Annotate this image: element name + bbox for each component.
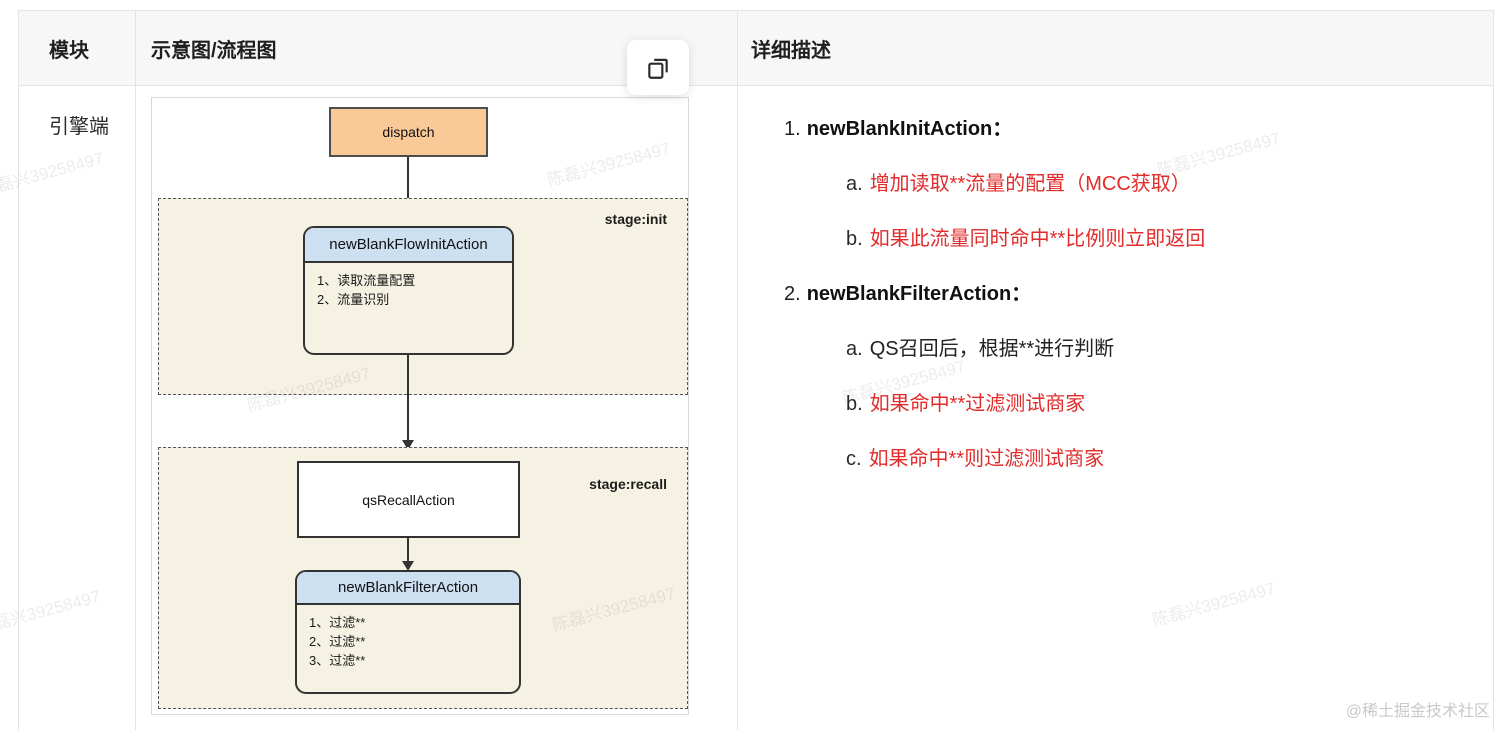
list-subitem: c. 如果命中**则过滤测试商家 <box>784 446 1473 472</box>
copy-image-button[interactable] <box>627 40 689 95</box>
item-number: 2. <box>784 283 801 305</box>
subitem-letter: b. <box>846 393 863 415</box>
list-subitem: a. QS召回后，根据**进行判断 <box>784 336 1473 362</box>
list-item: 1. newBlankInitAction： <box>784 116 1473 142</box>
subitem-letter: c. <box>846 448 862 470</box>
header-module: 模块 <box>19 11 136 85</box>
filter-action-item: 3、过滤** <box>309 653 366 668</box>
subitem-letter: a. <box>846 338 863 360</box>
flowchart-image[interactable]: dispatch stage:init newBlankFlowInitActi… <box>151 97 689 715</box>
description-list: 1. newBlankInitAction： a. 增加读取**流量的配置（MC… <box>738 86 1493 472</box>
module-cell: 引擎端 <box>19 86 136 730</box>
dispatch-label: dispatch <box>382 124 435 140</box>
flow-node-dispatch: dispatch <box>329 107 488 157</box>
filter-action-item: 2、过滤** <box>309 634 366 649</box>
flow-arrow <box>402 355 414 450</box>
init-action-item: 2、流量识别 <box>317 292 390 307</box>
subitem-text: 如果此流量同时命中**比例则立即返回 <box>869 228 1206 250</box>
item-title: newBlankFilterAction： <box>806 283 1032 305</box>
content-table: 模块 示意图/流程图 详细描述 引擎端 dispatch stage:init <box>18 10 1494 730</box>
flow-node-qs-recall: qsRecallAction <box>297 461 520 538</box>
init-action-item: 1、读取流量配置 <box>317 273 416 288</box>
list-subitem: b. 如果此流量同时命中**比例则立即返回 <box>784 226 1473 252</box>
description-cell: 1. newBlankInitAction： a. 增加读取**流量的配置（MC… <box>738 86 1493 730</box>
stage-init-label: stage:init <box>604 211 667 227</box>
stage-recall-label: stage:recall <box>589 476 667 492</box>
item-title: newBlankInitAction： <box>806 118 1013 140</box>
header-description: 详细描述 <box>751 39 831 62</box>
flow-node-init-action: newBlankFlowInitAction 1、读取流量配置 2、流量识别 <box>303 226 514 355</box>
filter-action-title: newBlankFilterAction <box>297 572 519 605</box>
flow-node-filter-action: newBlankFilterAction 1、过滤** 2、过滤** 3、过滤*… <box>295 570 521 694</box>
subitem-text: 如果命中**过滤测试商家 <box>869 393 1086 415</box>
table-header-row: 模块 示意图/流程图 详细描述 <box>19 11 1493 86</box>
item-number: 1. <box>784 118 801 140</box>
subitem-text: 如果命中**则过滤测试商家 <box>868 448 1105 470</box>
subitem-text: QS召回后，根据**进行判断 <box>869 338 1115 360</box>
copy-icon <box>645 55 671 81</box>
list-item: 2. newBlankFilterAction： <box>784 281 1473 307</box>
header-diagram: 示意图/流程图 <box>136 11 738 85</box>
table-body-row: 引擎端 dispatch stage:init newBlankFlowInit… <box>19 86 1493 730</box>
list-subitem: b. 如果命中**过滤测试商家 <box>784 391 1473 417</box>
init-action-title: newBlankFlowInitAction <box>305 228 512 263</box>
filter-action-item: 1、过滤** <box>309 615 366 630</box>
flow-arrow <box>402 538 414 571</box>
qs-recall-label: qsRecallAction <box>362 491 455 508</box>
list-subitem: a. 增加读取**流量的配置（MCC获取） <box>784 171 1473 197</box>
subitem-letter: b. <box>846 228 863 250</box>
subitem-text: 增加读取**流量的配置（MCC获取） <box>869 173 1191 195</box>
site-watermark: @稀土掘金技术社区 <box>1345 703 1490 720</box>
diagram-cell: dispatch stage:init newBlankFlowInitActi… <box>136 86 738 730</box>
subitem-letter: a. <box>846 173 863 195</box>
module-label: 引擎端 <box>49 116 109 138</box>
